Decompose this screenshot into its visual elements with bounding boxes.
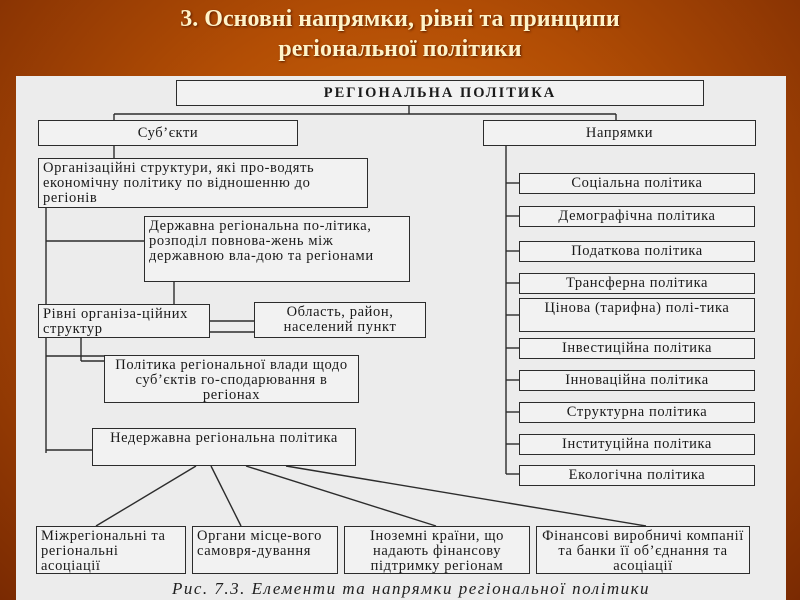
nonstate-item-companies-banks: Фінансові виробничі компанії та банки її… [536, 526, 750, 574]
regional-power-node: Політика регіональної влади щодо суб’єкт… [104, 355, 359, 403]
region-district-node: Область, район, населений пункт [254, 302, 426, 338]
slide-title-line2: регіональної політики [278, 36, 522, 62]
slide-title-line1: 3. Основні напрямки, рівні та принципи [180, 6, 620, 32]
direction-ecological: Екологічна політика [519, 465, 755, 486]
direction-structural: Структурна політика [519, 402, 755, 423]
root-node: РЕГІОНАЛЬНА ПОЛІТИКА [176, 80, 704, 106]
direction-investment: Інвестиційна політика [519, 338, 755, 359]
direction-tax: Податкова політика [519, 241, 755, 262]
direction-innovation: Інноваційна політика [519, 370, 755, 391]
slide-title: 3. Основні напрямки, рівні та принципи р… [40, 4, 760, 64]
direction-demographic: Демографічна політика [519, 206, 755, 227]
directions-node: Напрямки [483, 120, 756, 146]
nonstate-item-associations: Міжрегіональні та регіональні асоціації [36, 526, 186, 574]
direction-price: Цінова (тарифна) полі-тика [519, 298, 755, 332]
state-policy-node: Державна регіональна по-літика, розподіл… [144, 216, 410, 282]
levels-node: Рівні організа-ційних структур [38, 304, 210, 338]
diagram-image: РЕГІОНАЛЬНА ПОЛІТИКА Суб’єкти Напрямки О… [16, 76, 786, 600]
figure-caption: Рис. 7.3. Елементи та напрямки регіональ… [171, 579, 651, 598]
nonstate-item-foreign-countries: Іноземні країни, що надають фінансову пі… [344, 526, 530, 574]
nonstate-item-local-government: Органи місце-вого самовря-дування [192, 526, 338, 574]
direction-institutional: Інституційна політика [519, 434, 755, 455]
direction-social: Соціальна політика [519, 173, 755, 194]
subjects-node: Суб’єкти [38, 120, 298, 146]
direction-transfer: Трансферна політика [519, 273, 755, 294]
org-structures-node: Організаційні структури, які про-водять … [38, 158, 368, 208]
nonstate-node: Недержавна регіональна політика [92, 428, 356, 466]
